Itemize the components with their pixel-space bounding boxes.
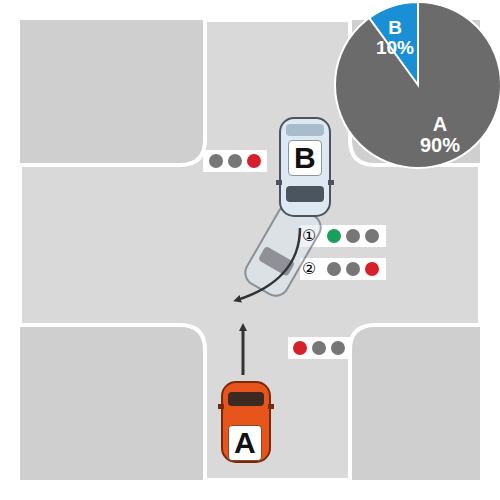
node-text: A 90%: [415, 114, 465, 156]
traffic-light: [203, 150, 267, 172]
car-label: A: [228, 425, 262, 461]
turn-arrow: [237, 228, 300, 300]
pie-slice-label: B 10%: [372, 18, 418, 58]
traffic-light: [300, 258, 386, 280]
straight-arrow: [242, 327, 245, 375]
callout-number: ①: [302, 228, 316, 244]
car-b: [276, 118, 334, 216]
node-text: B 10%: [372, 18, 418, 58]
traffic-light: [288, 337, 352, 359]
pie-chart: [335, 2, 500, 168]
pie-slice-label: A 90%: [415, 114, 465, 156]
car-label: B: [288, 140, 322, 176]
callout-number: ②: [302, 261, 316, 277]
car-a: [218, 382, 274, 462]
traffic-light: [300, 225, 386, 247]
node-text: A: [234, 427, 256, 459]
node-text: B: [294, 142, 316, 174]
